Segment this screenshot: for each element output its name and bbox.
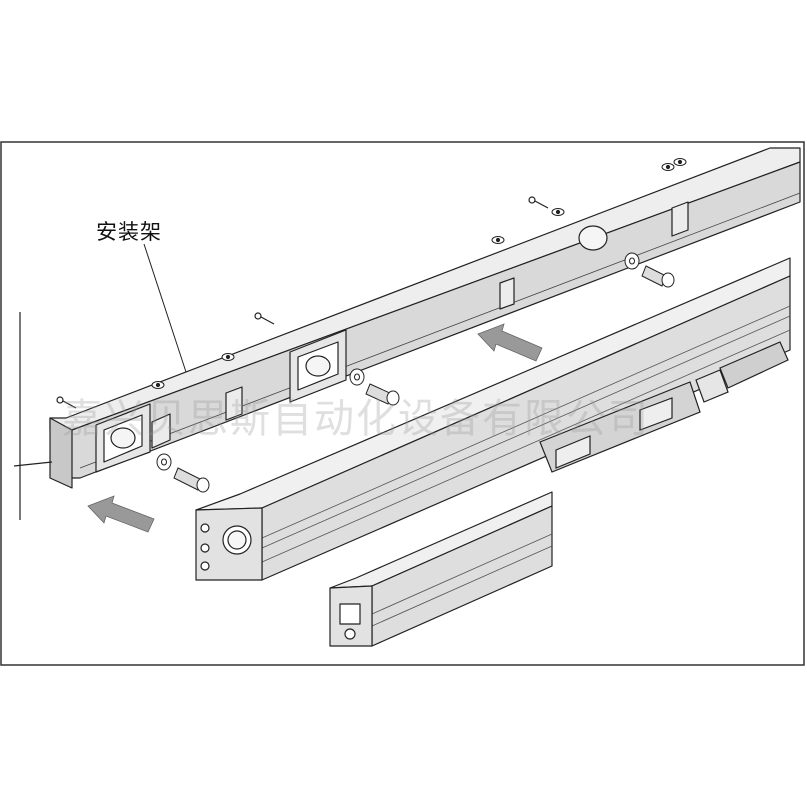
bracket-clips — [151, 201, 689, 449]
screw-3 — [624, 252, 675, 288]
signal-cable — [719, 341, 789, 389]
callout-label: 安装架 — [96, 220, 162, 244]
linear-scale-long — [195, 257, 791, 581]
linear-scale-short — [329, 491, 553, 647]
arrow-1 — [87, 495, 155, 533]
wall-line — [13, 312, 53, 520]
flange-holes — [151, 158, 687, 389]
bracket-end-plate — [49, 417, 73, 489]
mounting-window-2 — [289, 329, 347, 403]
bracket-lower-edge — [79, 192, 801, 469]
insertion-arrows — [87, 323, 543, 533]
mounting-window-3 — [578, 225, 608, 251]
screw-2 — [349, 368, 400, 406]
reading-head — [539, 341, 789, 473]
mounting-window-1 — [95, 403, 151, 473]
arrow-2 — [477, 323, 543, 362]
screw-1 — [156, 453, 210, 493]
alignment-pins — [56, 196, 549, 409]
mounting-bracket — [49, 147, 801, 489]
